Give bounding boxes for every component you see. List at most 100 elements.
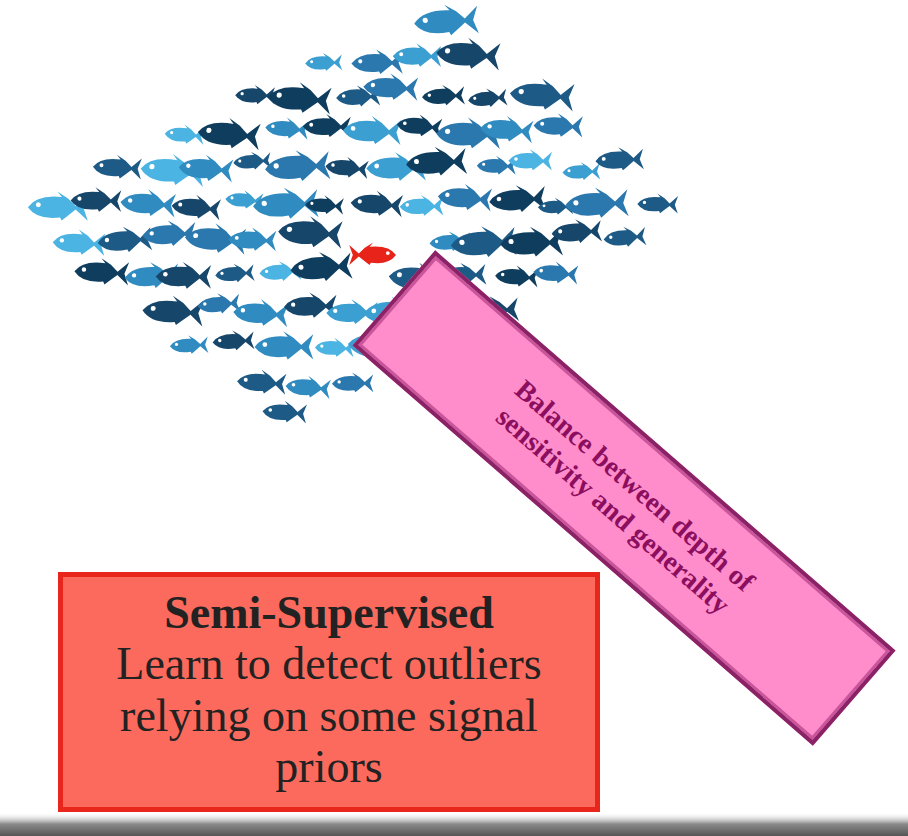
fish-eye [262, 342, 267, 347]
fish-eye [405, 203, 409, 207]
fish-eye [573, 200, 578, 205]
fish-body [233, 150, 272, 171]
blue-fish [303, 114, 351, 137]
fish-body [533, 112, 583, 137]
fish-body [74, 257, 129, 286]
blue-fish [164, 123, 204, 145]
fish-body [436, 36, 501, 71]
fish-eye [82, 267, 87, 272]
fish-body [509, 76, 575, 111]
fish-eye [77, 197, 81, 201]
fish-eye [501, 273, 505, 277]
fish-eye [178, 202, 182, 206]
fish-eye [310, 60, 313, 63]
fish-eye [397, 272, 402, 277]
blue-fish [212, 329, 254, 351]
fish-eye [220, 272, 223, 275]
blue-fish [351, 49, 403, 75]
blue-fish [262, 400, 307, 424]
fish-eye [473, 97, 476, 100]
fish-body [595, 146, 644, 171]
fish-eye [609, 235, 613, 239]
fish-eye [271, 124, 275, 128]
fish-eye [230, 196, 233, 199]
fish-body [70, 187, 121, 212]
fish-body [171, 193, 221, 220]
fish-body [277, 214, 342, 248]
fish-eye [175, 343, 178, 346]
blue-fish [171, 193, 221, 220]
fish-eye [291, 302, 295, 306]
blue-fish [315, 337, 355, 357]
fish-body [184, 221, 246, 254]
fish-body [488, 183, 546, 214]
blue-fish [477, 155, 516, 174]
blue-fish [156, 262, 211, 289]
fish-body [422, 84, 465, 106]
fish-eye [543, 204, 546, 207]
fish-body [164, 123, 204, 145]
blue-fish [342, 115, 401, 145]
fish-body [305, 53, 342, 72]
fish-eye [186, 163, 191, 168]
blue-fish [255, 331, 314, 359]
fish-eye [540, 122, 544, 126]
fish-body [479, 114, 533, 143]
blue-fish [289, 249, 352, 283]
fish-body [315, 337, 355, 357]
fish-body [120, 188, 176, 218]
fish-eye [567, 169, 570, 172]
fish-eye [309, 123, 313, 127]
fish-body [500, 226, 563, 258]
blue-fish [500, 226, 563, 258]
fish-body [350, 189, 403, 217]
fish-eye [358, 199, 363, 204]
fish-eye [218, 339, 222, 343]
fish-eye [287, 227, 293, 233]
box-body: Learn to detect outliers relying on some… [81, 638, 577, 793]
blue-fish [264, 148, 330, 183]
fish-eye [333, 309, 337, 313]
fish-eye [428, 93, 432, 97]
fish-body [305, 194, 344, 214]
fish-eye [643, 201, 646, 204]
fish-body [564, 186, 629, 220]
fish-eye [206, 128, 211, 133]
fish-eye [435, 240, 439, 244]
fish-body [262, 400, 307, 424]
blue-fish [400, 195, 444, 216]
fish-eye [445, 192, 450, 197]
blue-fish [595, 146, 644, 171]
fish-body [562, 161, 600, 180]
fish-eye [337, 380, 340, 383]
fish-eye [193, 233, 198, 238]
blue-fish [142, 294, 204, 326]
blue-fish [97, 224, 153, 254]
blue-fish [52, 228, 105, 256]
fish-eye [342, 94, 346, 98]
fish-body [508, 149, 552, 170]
fish-eye [268, 408, 272, 412]
fish-body [351, 49, 403, 75]
fish-body [400, 195, 444, 216]
blue-fish [533, 260, 579, 284]
blue-fish [233, 150, 272, 171]
fish-eye [496, 197, 501, 202]
fish-eye [422, 18, 428, 24]
fish-body [212, 329, 254, 351]
fish-eye [149, 164, 155, 170]
blue-fish [215, 262, 255, 284]
fish-body [289, 249, 352, 283]
fish-body [437, 182, 492, 211]
fish-eye [36, 202, 41, 207]
fish-eye [240, 92, 243, 95]
blue-fish [603, 225, 647, 249]
red-fish [349, 243, 396, 266]
fish-body [363, 72, 418, 100]
fish-body [142, 294, 204, 326]
fish-eye [445, 129, 450, 134]
fish-eye [128, 198, 133, 203]
blue-fish [413, 3, 479, 38]
blue-fish [509, 76, 575, 111]
blue-fish [74, 257, 129, 286]
